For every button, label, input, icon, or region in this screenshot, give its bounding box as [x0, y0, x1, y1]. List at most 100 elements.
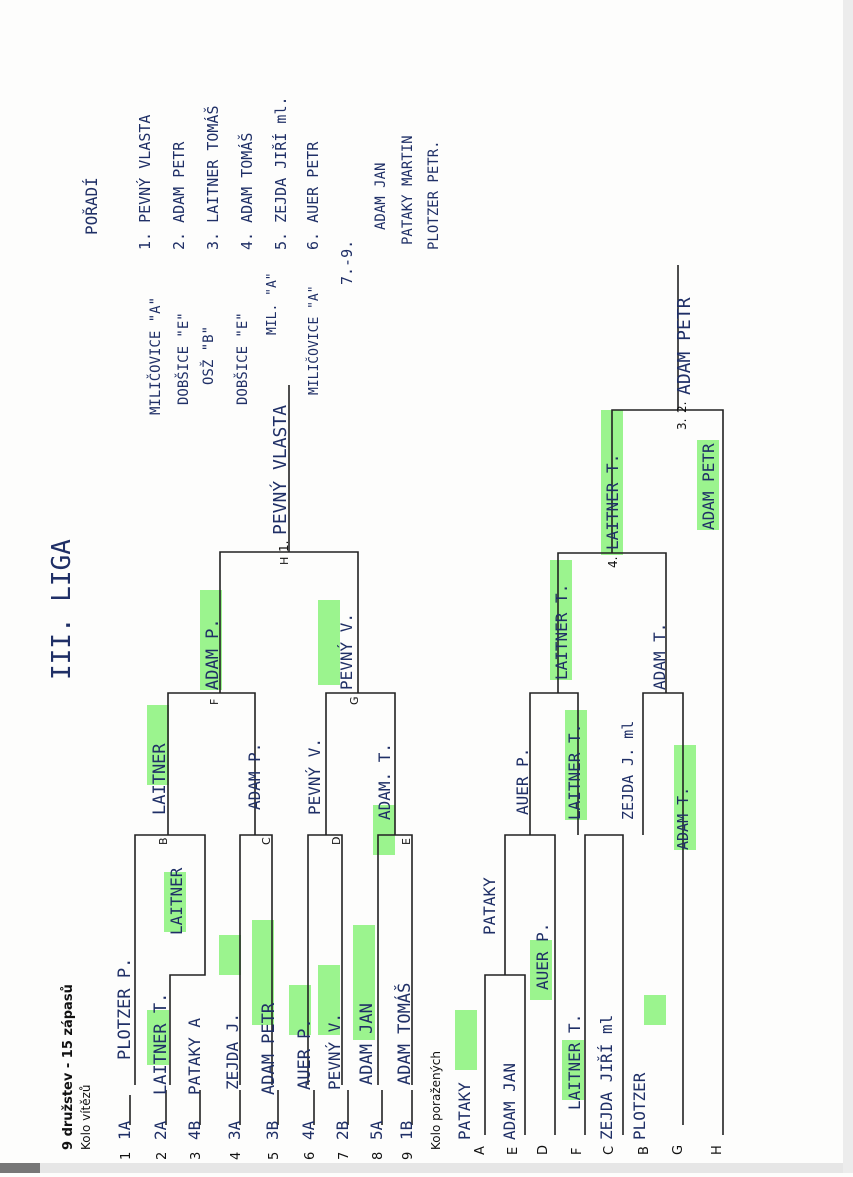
scan-edge-right	[843, 0, 853, 1173]
seed-num: 2	[155, 1152, 170, 1160]
seed-name: PATAKY A	[185, 1018, 204, 1095]
seed-num: 7	[337, 1152, 352, 1160]
seed-name: ADAM TOMÁŠ	[393, 983, 415, 1085]
seed-code: 4B	[185, 1121, 204, 1140]
seed-num: 6	[303, 1152, 318, 1160]
scan-edge-bottom	[0, 1163, 853, 1173]
seed-name: LAITNER T.	[151, 993, 171, 1095]
losers-r4: LAITNER T.	[552, 584, 571, 680]
loser-name: ADAM JAN	[500, 1063, 519, 1140]
seed-name: PEVNÝ V.	[325, 1013, 344, 1090]
loser-label: D	[536, 1145, 551, 1155]
seed-num: 3	[189, 1152, 204, 1160]
seed-code: 4A	[299, 1120, 318, 1140]
r2-winner: LAITNER	[150, 743, 170, 815]
standings-place: 2. ADAM PETR	[170, 141, 188, 250]
seed-num: 9	[401, 1152, 416, 1160]
standings-shared: PLOTZER PETR.	[426, 140, 442, 250]
match-letter-c: C	[260, 837, 273, 845]
seed-name: ADAM JAN	[357, 1003, 377, 1085]
loser-label: G	[671, 1145, 686, 1155]
standings: POŘADÍ 1. PEVNÝ VLASTA 2. ADAM PETR 3. L…	[82, 96, 442, 285]
highlights	[147, 410, 719, 1100]
seed-num: 1	[119, 1152, 134, 1160]
losers-r2: AUER P.	[513, 748, 532, 815]
club-item: MIL. "A"	[265, 272, 280, 335]
standings-place: 1. PEVNÝ VLASTA	[135, 115, 154, 250]
r2-winner: ADAM. T.	[375, 743, 394, 820]
match-letter-h: H	[278, 557, 291, 565]
losers-r3b: ADAM T.	[674, 787, 692, 850]
r3-winner: ADAM P.	[203, 618, 223, 690]
loser-label: C	[602, 1146, 617, 1155]
seed-code: 5A	[367, 1120, 386, 1140]
loser-label: H	[710, 1145, 725, 1155]
loser-label: B	[637, 1146, 652, 1155]
champion-marker: 1.	[277, 541, 291, 552]
standings-shared: PATAKY MARTIN	[400, 135, 416, 245]
place-3: 3.	[675, 419, 689, 430]
seed-code: 3A	[225, 1120, 244, 1140]
final-name: ADAM PETR	[674, 297, 695, 395]
losers-r1-winner: PATAKY	[480, 877, 499, 935]
loser-name: PLOTZER	[630, 1072, 649, 1140]
clubs-list: MILIČOVICE "A" DOBŠICE "E" OSŽ "B" DOBŠI…	[146, 272, 322, 415]
seed-name: ADAM PETR	[259, 1002, 279, 1095]
champion-name: PEVNÝ VLASTA	[269, 405, 291, 535]
standings-place: 4. ADAM TOMÁŠ	[237, 133, 256, 250]
seed-code: 1B	[397, 1121, 416, 1140]
club-item: OSŽ "B"	[199, 326, 217, 385]
seed-name: AUER P.	[295, 1018, 315, 1090]
standings-place: 6. AUER PETR	[304, 141, 322, 250]
seed-code: 2B	[333, 1121, 352, 1140]
match-letter-g: G	[348, 696, 361, 705]
seed-code: 2A	[151, 1120, 170, 1140]
losers-r3b: ZEJDA J. ml	[619, 721, 637, 820]
club-item: DOBŠICE "E"	[233, 312, 251, 405]
losers-r4: ADAM T.	[650, 623, 669, 690]
bracket-lines	[129, 265, 724, 1135]
club-item: DOBŠICE "E"	[174, 312, 192, 405]
scan-corner	[0, 1163, 40, 1173]
losers-rows: A PATAKY E ADAM JAN D AUER P. F LAITNER …	[455, 923, 725, 1155]
match-letters: B C D E F G H	[157, 557, 413, 845]
r2-winner: PEVNÝ V.	[305, 738, 324, 815]
loser-label: A	[473, 1146, 488, 1155]
seed-num: 8	[371, 1152, 386, 1160]
standings-place: 5. ZEJDA JIŘÍ ml.	[271, 96, 290, 250]
seed-num: 5	[267, 1152, 282, 1160]
place-2: 2.	[675, 402, 689, 413]
loser-label: F	[570, 1148, 585, 1155]
standings-shared-label: 7.-9.	[338, 240, 356, 285]
r1-winner: LAITNER	[167, 867, 186, 935]
seed-name: PLOTZER P.	[115, 958, 135, 1060]
place-4: 4.	[606, 557, 620, 568]
standings-title: POŘADÍ	[82, 177, 101, 235]
club-item: MILIČOVICE "A"	[306, 285, 322, 395]
loser-name: PATAKY	[455, 1082, 474, 1140]
seed-name: ZEJDA J.	[223, 1013, 242, 1090]
seed-code: 3B	[263, 1121, 282, 1140]
loser-name: LAITNER T.	[565, 1014, 584, 1110]
standings-place: 3. LAITNER TOMÁŠ	[203, 106, 222, 251]
loser-name: AUER P.	[533, 923, 552, 990]
standings-shared: ADAM JAN	[373, 163, 389, 230]
winners-seeds: 1 1A PLOTZER P. 2 2A LAITNER T. 3 4B PAT…	[115, 958, 416, 1160]
match-letter-d: D	[330, 837, 343, 845]
match-letter-f: F	[208, 699, 221, 705]
r2-winner: ADAM P.	[245, 743, 264, 810]
page-title: 9 družstev - 15 zápasů	[61, 984, 76, 1150]
match-letter-e: E	[400, 838, 413, 845]
club-item: MILIČOVICE "A"	[146, 297, 164, 415]
loser-label: E	[506, 1147, 521, 1155]
r3-winner: PEVNÝ V.	[337, 613, 356, 690]
losers-r5-top: LAITNER T.	[603, 454, 622, 550]
loser-name: ZEJDA JIŘÍ ml	[597, 1015, 616, 1140]
seed-code: 1A	[115, 1120, 134, 1140]
losers-r2: LAITNER T.	[565, 724, 584, 820]
league-title: III. LIGA	[47, 539, 77, 680]
seed-num: 4	[229, 1152, 244, 1160]
losers-label: Kolo poražených	[429, 1051, 443, 1150]
match-letter-b: B	[157, 837, 170, 845]
